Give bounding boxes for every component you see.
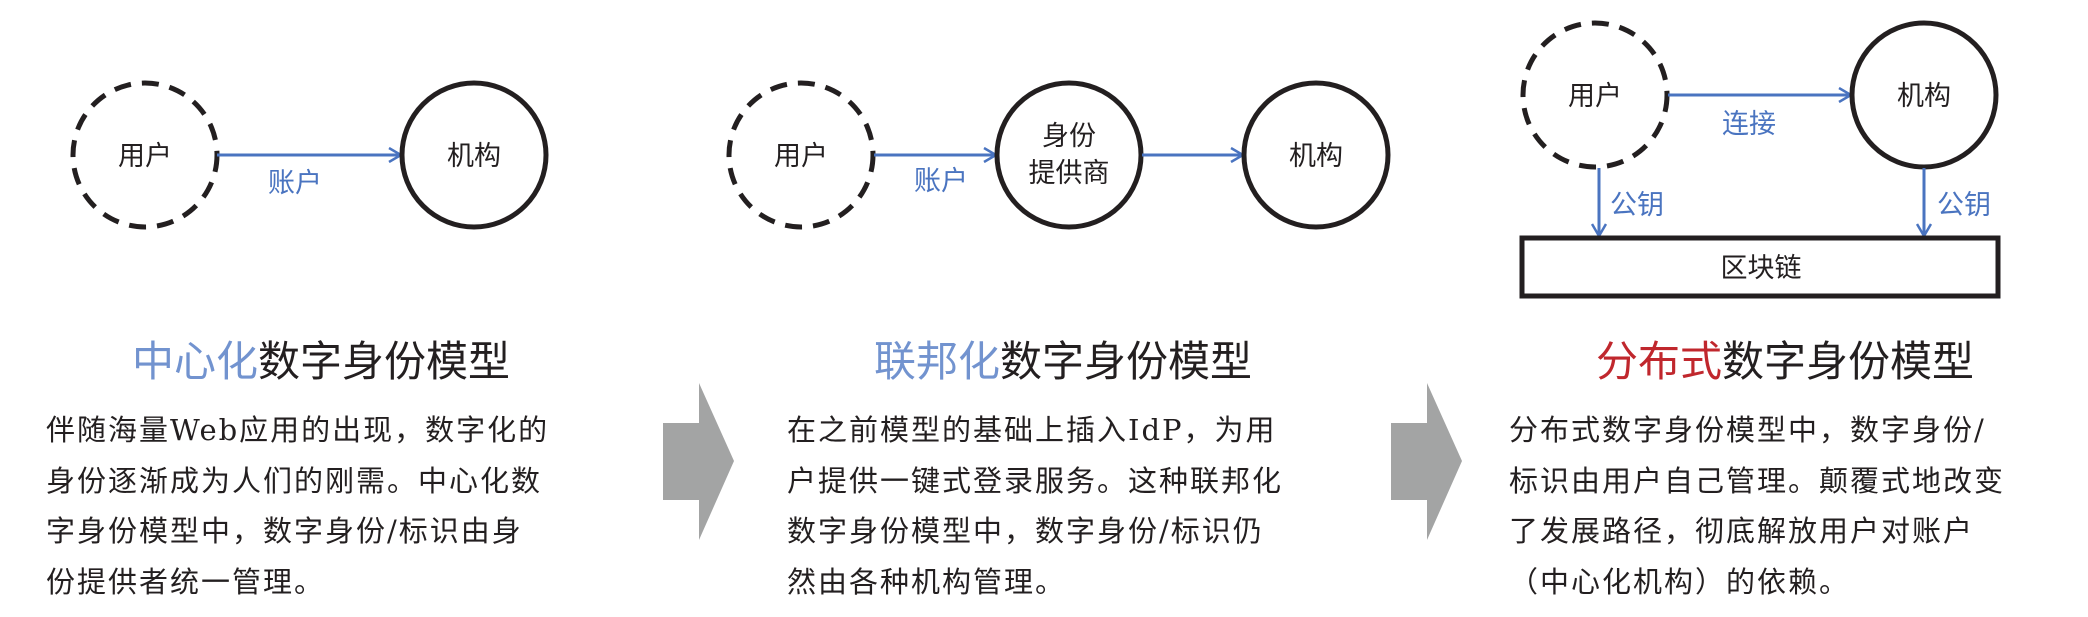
federated-description: 在之前模型的基础上插入IdP，为用 户提供一键式登录服务。这种联邦化 数字身份模… <box>787 405 1283 607</box>
description-line: 身份逐渐成为人们的刚需。中心化数 <box>46 463 543 498</box>
title-accent: 中心化 <box>131 337 258 386</box>
connect-edge-label: 连接 <box>1722 109 1776 140</box>
distributed-title: 分布式数字身份模型 <box>1596 328 1974 389</box>
description-line: 了发展路径，彻底解放用户对账户 <box>1509 514 1975 548</box>
description-line: 字身份模型中，数字身份/标识由身 <box>46 514 523 548</box>
user-node <box>1520 20 1670 170</box>
description-line: 伴随海量Web应用的出现，数字化的 <box>46 413 550 447</box>
description-line: 在之前模型的基础上插入IdP，为用 <box>787 413 1277 447</box>
title-rest: 数字身份模型 <box>258 337 511 386</box>
org-node <box>1241 80 1391 230</box>
description-line: 数字身份模型中，数字身份/标识仍 <box>787 514 1264 548</box>
description-line: 然由各种机构管理。 <box>787 564 1067 599</box>
idp-node-label-line1: 身份 <box>1042 121 1096 152</box>
blockchain-label: 区块链 <box>1721 253 1802 284</box>
org-node-label: 机构 <box>447 141 501 172</box>
distributed-diagram: 用户 连接 机构 公钥 公钥 区块链 <box>1519 20 2001 299</box>
centralized-title: 中心化数字身份模型 <box>132 328 510 389</box>
user-node-label: 用户 <box>774 141 828 172</box>
centralized-description: 伴随海量Web应用的出现，数字化的 身份逐渐成为人们的刚需。中心化数 字身份模型… <box>46 405 549 607</box>
user-node <box>726 80 876 230</box>
description-line: 户提供一键式登录服务。这种联邦化 <box>787 463 1284 498</box>
federated-diagram: 用户 账户 身份 提供商 机构 <box>726 80 1391 230</box>
user-node-label: 用户 <box>1568 81 1622 112</box>
org-node <box>399 80 549 230</box>
distributed-description: 分布式数字身份模型中，数字身份/ 标识由用户自己管理。颠覆式地改变 了发展路径，… <box>1509 405 2005 607</box>
user-key-label: 公钥 <box>1610 190 1664 221</box>
org-node <box>1849 20 1999 170</box>
description-line: 标识由用户自己管理。颠覆式地改变 <box>1509 463 2006 498</box>
user-node-label: 用户 <box>118 141 172 172</box>
idp-node-label-line2: 提供商 <box>1029 158 1110 189</box>
org-node-label: 机构 <box>1897 81 1951 112</box>
federated-title: 联邦化数字身份模型 <box>874 328 1252 389</box>
title-accent: 分布式 <box>1595 337 1722 386</box>
description-line: 份提供者统一管理。 <box>46 564 326 599</box>
org-node-label: 机构 <box>1289 141 1343 172</box>
title-accent: 联邦化 <box>873 337 1000 386</box>
idp-node <box>994 80 1144 230</box>
description-line: 分布式数字身份模型中，数字身份/ <box>1509 413 1986 447</box>
blockchain-box <box>1519 235 2001 299</box>
description-line: （中心化机构）的依赖。 <box>1509 564 1851 599</box>
next-arrow-icon <box>1391 383 1462 540</box>
org-key-label: 公钥 <box>1937 190 1991 221</box>
title-rest: 数字身份模型 <box>1000 337 1253 386</box>
account-edge-label: 账户 <box>268 168 322 199</box>
account-edge-label: 账户 <box>914 166 968 197</box>
title-rest: 数字身份模型 <box>1722 337 1975 386</box>
centralized-diagram: 用户 账户 机构 <box>70 80 549 230</box>
next-arrow-icon <box>663 383 734 540</box>
